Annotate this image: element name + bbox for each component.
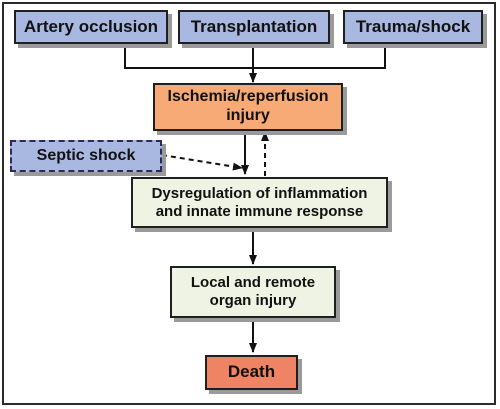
node-transplantation: Transplantation bbox=[178, 10, 330, 44]
node-ischemia-reperfusion: Ischemia/reperfusion injury bbox=[153, 83, 343, 131]
node-transplantation-label: Transplantation bbox=[190, 16, 318, 36]
node-dysregulation-label: Dysregulation of inflammation and innate… bbox=[151, 184, 368, 220]
node-septic-shock: Septic shock bbox=[10, 140, 162, 172]
node-artery-occlusion-label: Artery occlusion bbox=[23, 16, 159, 36]
node-organ-injury-label: Local and remote organ injury bbox=[190, 274, 316, 309]
node-dysregulation: Dysregulation of inflammation and innate… bbox=[131, 177, 388, 228]
node-trauma-shock-label: Trauma/shock bbox=[355, 16, 471, 36]
node-death: Death bbox=[205, 355, 298, 390]
arrow-septic-to-dysregulation-dashed bbox=[161, 154, 243, 171]
node-organ-injury: Local and remote organ injury bbox=[170, 266, 336, 318]
node-ischemia-reperfusion-label: Ischemia/reperfusion injury bbox=[167, 88, 329, 124]
node-death-label: Death bbox=[227, 362, 276, 382]
node-septic-shock-label: Septic shock bbox=[36, 146, 136, 164]
node-trauma-shock: Trauma/shock bbox=[343, 10, 483, 44]
node-artery-occlusion: Artery occlusion bbox=[14, 10, 168, 44]
